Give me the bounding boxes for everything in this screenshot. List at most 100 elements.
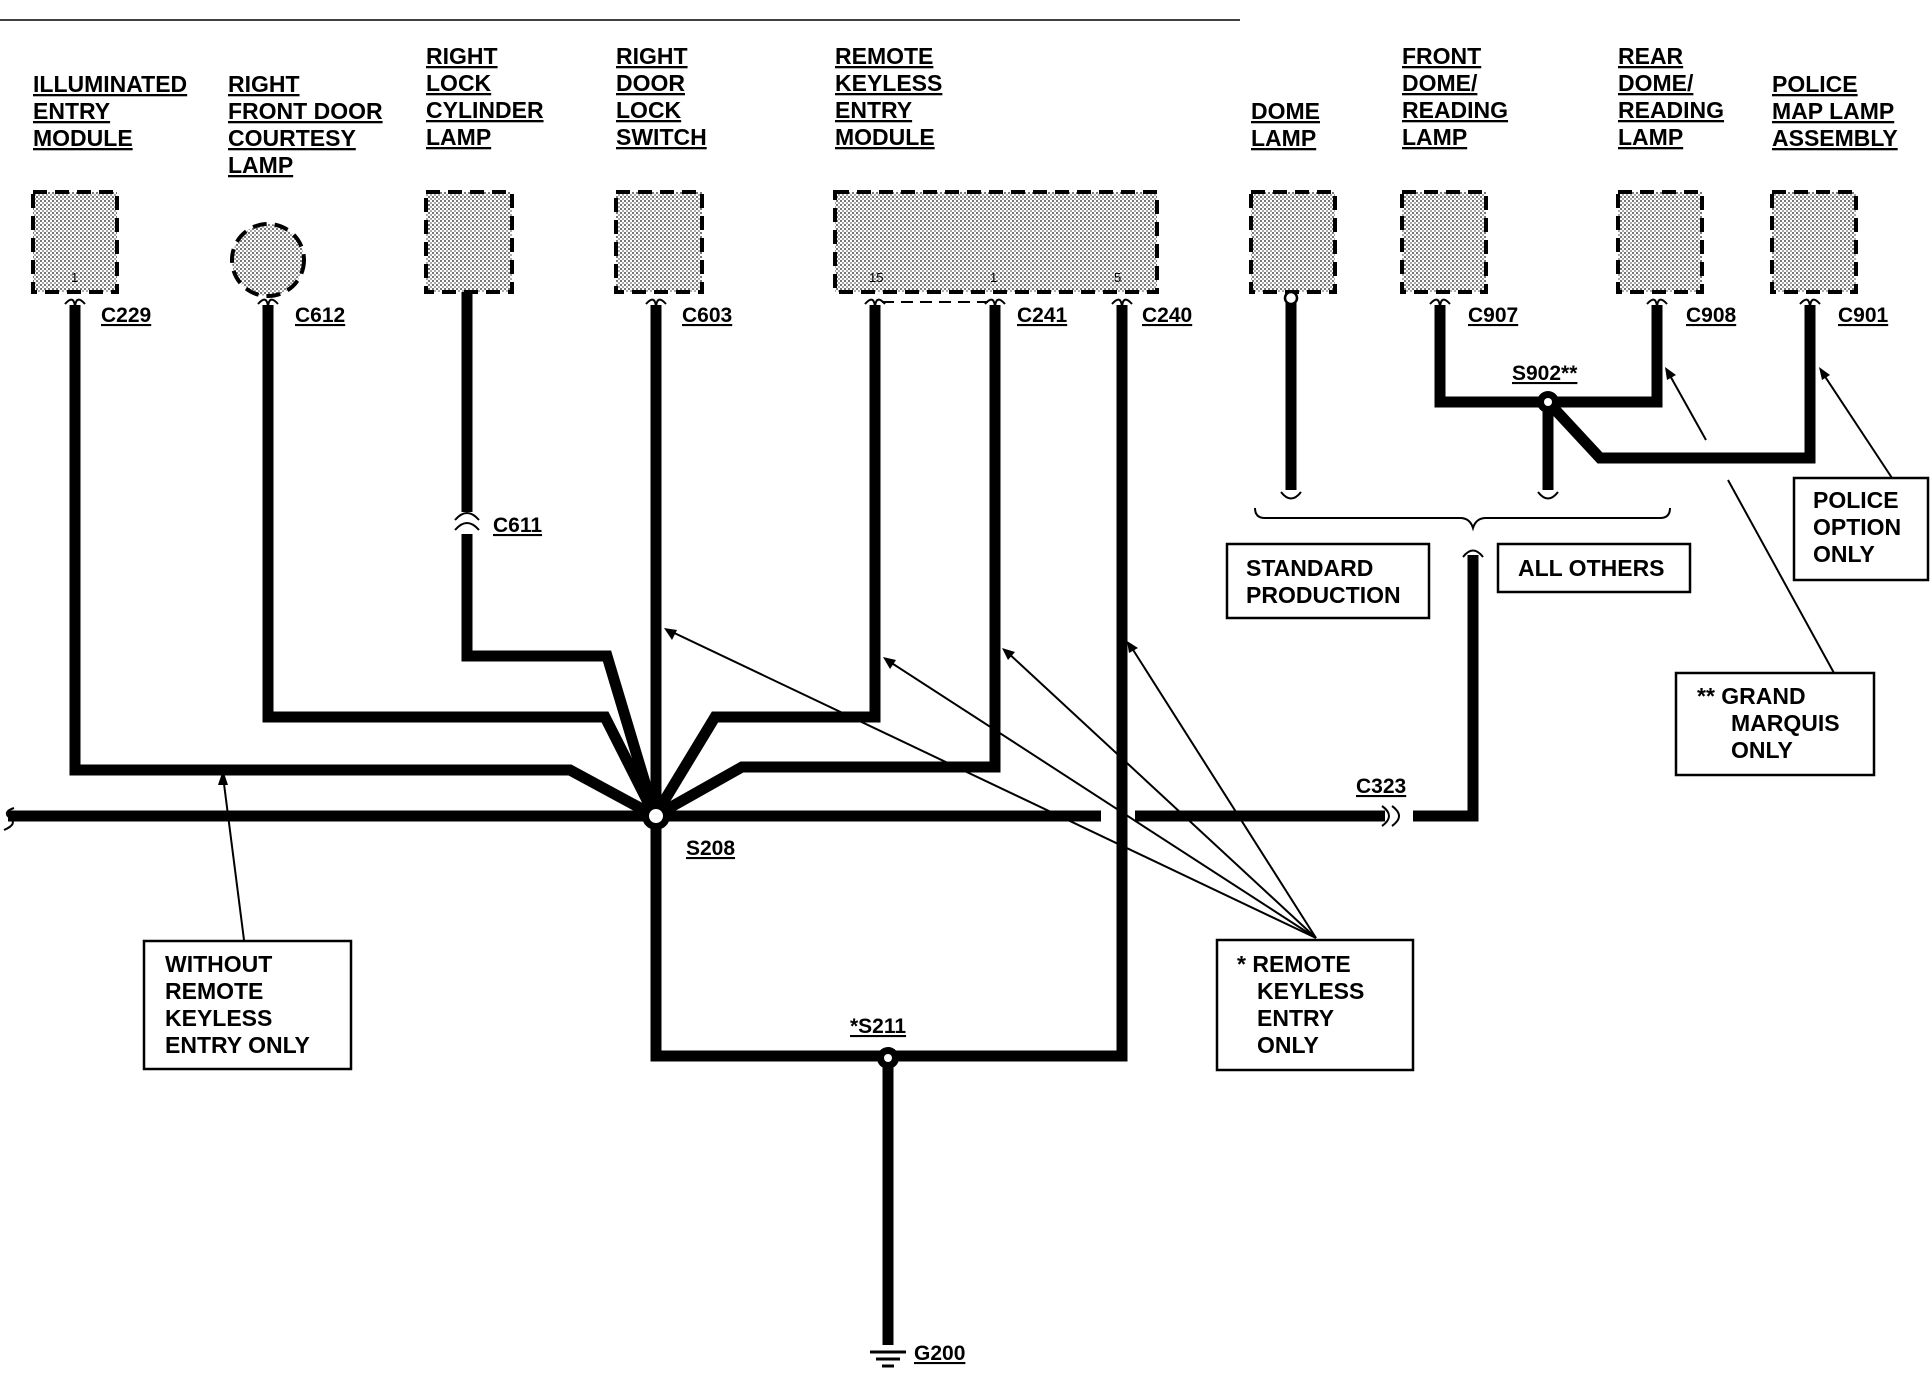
wire-s208-s211 bbox=[650, 305, 1128, 1062]
label-right-door-lock-switch: RIGHT DOOR LOCK SWITCH bbox=[616, 43, 707, 150]
note-all-others: ALL OTHERS bbox=[1496, 542, 1692, 594]
note-police-option: POLICE OPTION ONLY bbox=[1792, 476, 1930, 582]
svg-text:DOME: DOME bbox=[1251, 98, 1320, 124]
wire-c229 bbox=[69, 305, 658, 821]
pin-rke-1: 1 bbox=[990, 270, 997, 285]
svg-text:LAMP: LAMP bbox=[426, 124, 491, 150]
connector-c323: C323 bbox=[1356, 775, 1406, 798]
label-dome-lamp: DOME LAMP bbox=[1251, 98, 1320, 151]
label-right-lock-cylinder-lamp: RIGHT LOCK CYLINDER LAMP bbox=[426, 43, 544, 150]
illuminated-entry-module-box bbox=[31, 190, 119, 294]
svg-text:ONLY: ONLY bbox=[1813, 541, 1875, 567]
svg-text:** GRAND: ** GRAND bbox=[1697, 683, 1806, 709]
door-lock-switch-box bbox=[614, 190, 704, 294]
svg-text:LAMP: LAMP bbox=[228, 152, 293, 178]
lock-cylinder-lamp-box bbox=[424, 190, 514, 294]
svg-text:RIGHT: RIGHT bbox=[426, 43, 498, 69]
svg-text:ENTRY: ENTRY bbox=[835, 97, 912, 123]
svg-text:SWITCH: SWITCH bbox=[616, 124, 707, 150]
svg-text:POLICE: POLICE bbox=[1813, 487, 1899, 513]
svg-text:RIGHT: RIGHT bbox=[228, 71, 300, 97]
svg-text:MARQUIS: MARQUIS bbox=[1731, 710, 1840, 736]
wire-c901-s902 bbox=[1543, 305, 1816, 464]
svg-text:DOOR: DOOR bbox=[616, 70, 685, 96]
svg-text:READING: READING bbox=[1402, 97, 1508, 123]
svg-text:ENTRY: ENTRY bbox=[1257, 1005, 1334, 1031]
svg-text:CYLINDER: CYLINDER bbox=[426, 97, 544, 123]
rear-dome-lamp-box bbox=[1616, 190, 1704, 294]
label-front-dome-reading-lamp: FRONT DOME/ READING LAMP bbox=[1402, 43, 1508, 150]
connector-c229: C229 bbox=[101, 304, 151, 327]
svg-text:* REMOTE: * REMOTE bbox=[1237, 951, 1351, 977]
svg-text:LAMP: LAMP bbox=[1251, 125, 1316, 151]
wire-c612 bbox=[262, 305, 660, 819]
svg-text:MODULE: MODULE bbox=[835, 124, 935, 150]
label-remote-keyless-entry-module: REMOTE KEYLESS ENTRY MODULE bbox=[835, 43, 942, 150]
svg-text:RIGHT: RIGHT bbox=[616, 43, 688, 69]
label-right-front-door-courtesy-lamp: RIGHT FRONT DOOR COURTESY LAMP bbox=[228, 71, 383, 178]
label-rear-dome-reading-lamp: REAR DOME/ READING LAMP bbox=[1618, 43, 1724, 150]
svg-text:KEYLESS: KEYLESS bbox=[1257, 978, 1364, 1004]
label-illuminated-entry-module: ILLUMINATED ENTRY MODULE bbox=[33, 71, 187, 151]
note-without-remote-keyless: WITHOUT REMOTE KEYLESS ENTRY ONLY bbox=[142, 939, 353, 1071]
svg-text:WITHOUT: WITHOUT bbox=[165, 951, 272, 977]
svg-text:FRONT: FRONT bbox=[1402, 43, 1481, 69]
pin-illuminated-entry: 1 bbox=[71, 270, 78, 285]
rke-module-box bbox=[833, 190, 1159, 294]
wire-c241-15 bbox=[650, 305, 881, 819]
dome-lamp-box bbox=[1249, 190, 1337, 294]
connector-c908: C908 bbox=[1686, 304, 1737, 327]
svg-text:ENTRY: ENTRY bbox=[33, 98, 110, 124]
svg-text:FRONT DOOR: FRONT DOOR bbox=[228, 98, 383, 124]
c323-to-all-others bbox=[1413, 555, 1479, 822]
courtesy-lamp-circle bbox=[230, 222, 306, 298]
svg-text:LAMP: LAMP bbox=[1402, 124, 1467, 150]
svg-text:ALL OTHERS: ALL OTHERS bbox=[1518, 555, 1665, 581]
note-grand-marquis: ** GRAND MARQUIS ONLY bbox=[1674, 671, 1876, 777]
svg-text:ASSEMBLY: ASSEMBLY bbox=[1772, 125, 1898, 151]
svg-text:REMOTE: REMOTE bbox=[835, 43, 933, 69]
connector-c612: C612 bbox=[295, 304, 345, 327]
connector-symbols bbox=[64, 290, 1821, 827]
front-dome-lamp-box bbox=[1400, 190, 1488, 294]
svg-text:STANDARD: STANDARD bbox=[1246, 555, 1373, 581]
svg-text:DOME/: DOME/ bbox=[1402, 70, 1478, 96]
svg-text:LOCK: LOCK bbox=[426, 70, 492, 96]
svg-text:READING: READING bbox=[1618, 97, 1724, 123]
svg-text:MAP LAMP: MAP LAMP bbox=[1772, 98, 1894, 124]
svg-text:ILLUMINATED: ILLUMINATED bbox=[33, 71, 187, 97]
splice-s902-label: S902** bbox=[1512, 362, 1578, 385]
svg-text:ONLY: ONLY bbox=[1257, 1032, 1319, 1058]
svg-text:POLICE: POLICE bbox=[1772, 71, 1858, 97]
connector-c240: C240 bbox=[1142, 304, 1192, 327]
wire-c241-1 bbox=[652, 305, 1001, 821]
connector-c603: C603 bbox=[682, 304, 732, 327]
svg-text:ENTRY ONLY: ENTRY ONLY bbox=[165, 1032, 310, 1058]
ground-g200-label: G200 bbox=[914, 1342, 965, 1365]
svg-text:LAMP: LAMP bbox=[1618, 124, 1683, 150]
svg-text:MODULE: MODULE bbox=[33, 125, 133, 151]
note-standard-production: STANDARD PRODUCTION bbox=[1225, 542, 1431, 620]
splice-s211-label: *S211 bbox=[850, 1015, 906, 1038]
note-remote-keyless-only: * REMOTE KEYLESS ENTRY ONLY bbox=[1215, 938, 1415, 1072]
label-police-map-lamp-assembly: POLICE MAP LAMP ASSEMBLY bbox=[1772, 71, 1898, 151]
pin-rke-5: 5 bbox=[1114, 270, 1121, 285]
svg-text:COURTESY: COURTESY bbox=[228, 125, 356, 151]
connector-c611: C611 bbox=[493, 514, 542, 537]
option-brace bbox=[1254, 507, 1671, 532]
svg-text:KEYLESS: KEYLESS bbox=[165, 1005, 272, 1031]
ground-g200-symbol bbox=[870, 1350, 906, 1368]
police-map-lamp-box bbox=[1770, 190, 1858, 294]
leader-lines bbox=[218, 367, 1893, 941]
svg-text:OPTION: OPTION bbox=[1813, 514, 1901, 540]
svg-text:REAR: REAR bbox=[1618, 43, 1684, 69]
svg-text:ONLY: ONLY bbox=[1731, 737, 1793, 763]
splice-s208-label: S208 bbox=[686, 837, 735, 860]
svg-text:KEYLESS: KEYLESS bbox=[835, 70, 942, 96]
svg-text:REMOTE: REMOTE bbox=[165, 978, 263, 1004]
svg-text:PRODUCTION: PRODUCTION bbox=[1246, 582, 1401, 608]
connector-c901: C901 bbox=[1838, 304, 1889, 327]
svg-text:LOCK: LOCK bbox=[616, 97, 682, 123]
pin-rke-15: 15 bbox=[869, 270, 883, 285]
